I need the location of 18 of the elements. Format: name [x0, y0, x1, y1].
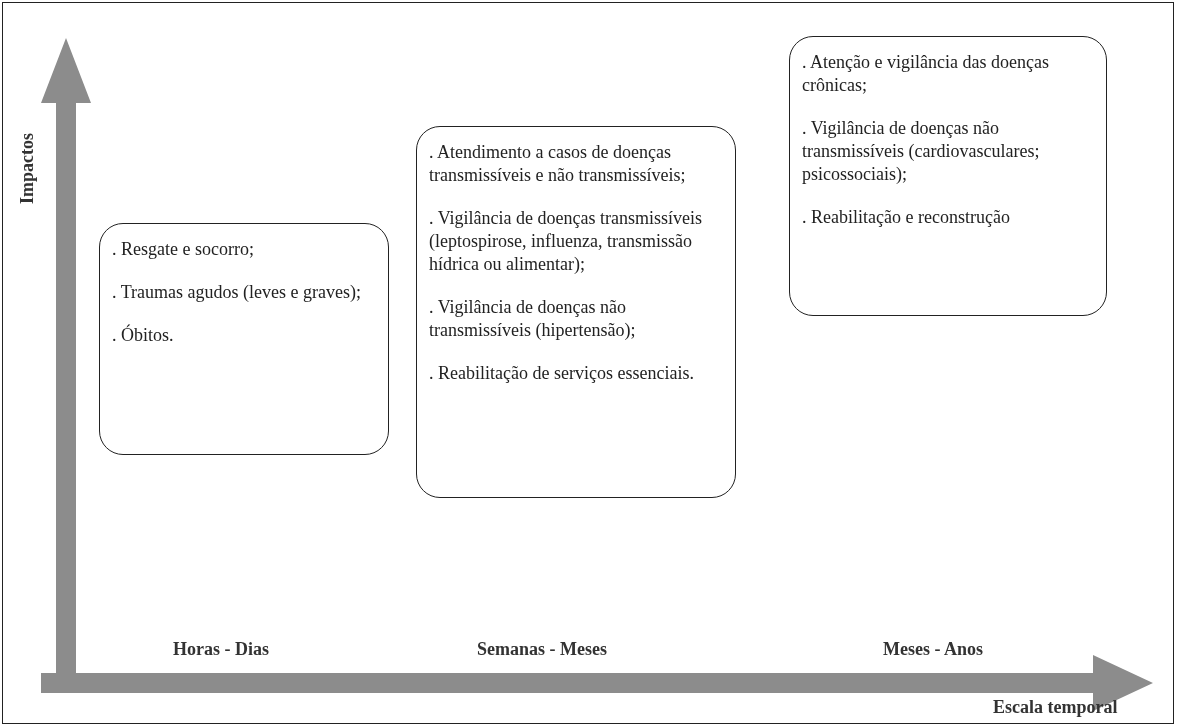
bullet-item: . Vigilância de doenças transmissíveis (leptospirose, influenza, transmissão hídrica ou alimentar);: [429, 207, 704, 276]
rounded-text-box: [789, 36, 1107, 316]
time-scale-label: Meses - Anos: [883, 639, 983, 660]
bullet-item: . Atenção e vigilância das doenças crônicas;: [802, 51, 1050, 97]
bullet-item: . Reabilitação de serviços essenciais.: [429, 362, 695, 385]
bullet-item: . Reabilitação e reconstrução: [802, 206, 1011, 229]
bullet-item: . Vigilância de doenças não transmissíveis (cardiovasculares; psicossociais);: [802, 117, 1041, 186]
axis-title: Impactos: [17, 133, 38, 204]
axis-title: Escala temporal: [993, 697, 1118, 718]
time-scale-label: Horas - Dias: [173, 639, 269, 660]
bullet-item: . Óbitos.: [112, 324, 175, 347]
bullet-item: . Traumas agudos (leves e graves);: [112, 281, 362, 304]
time-scale-label: Semanas - Meses: [477, 639, 607, 660]
bullet-item: . Atendimento a casos de doenças transmissíveis e não transmissíveis;: [429, 141, 687, 187]
rounded-text-box: [99, 223, 389, 455]
bullet-item: . Resgate e socorro;: [112, 238, 255, 261]
bullet-item: . Vigilância de doenças não transmissíveis (hipertensão);: [429, 296, 637, 342]
rounded-text-box: [416, 126, 736, 498]
